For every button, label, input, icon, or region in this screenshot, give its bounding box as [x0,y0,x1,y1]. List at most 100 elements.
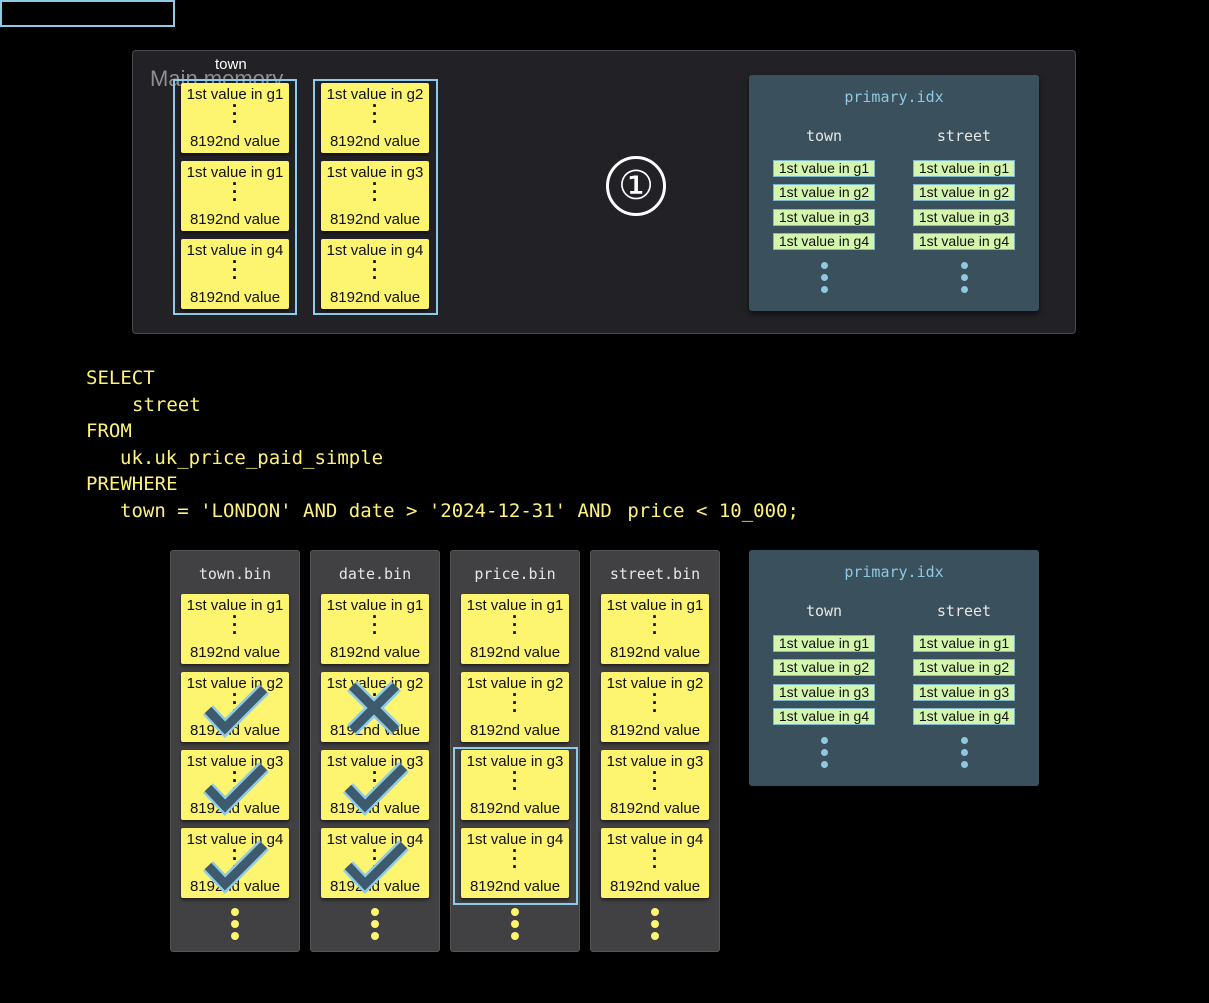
vertical-ellipsis-icon: ··· [371,174,379,211]
vertical-ellipsis-icon [772,262,876,298]
primary-index-title: primary.idx [844,88,944,106]
index-column-header: street [936,602,992,620]
granule-first-value: 1st value in g4 [326,242,424,259]
granule-first-value: 1st value in g2 [606,675,704,692]
sql-keyword-from: FROM [86,420,132,442]
granule-card: 1st value in g1···8192nd value [181,594,289,664]
primary-index-panel: primary.idx town street 1st value in g1 … [749,550,1039,786]
vertical-ellipsis-icon [591,908,719,944]
memory-granule-card: 1st value in g4 ··· 8192nd value [181,239,289,309]
bin-title: street.bin [609,565,701,583]
index-entry: 1st value in g1 [773,635,875,652]
granule-first-value: 1st value in g1 [606,597,704,614]
granule-last-value: 8192nd value [329,289,421,306]
sql-condition-highlight: price < 10_000 [627,500,788,522]
price-granules-highlight [453,747,578,905]
vertical-ellipsis-icon: ··· [651,841,659,878]
granule-last-value: 8192nd value [469,722,561,739]
memory-granule-card: 1st value in g3 ··· 8192nd value [321,161,429,231]
sql-condition-prefix: town = 'LONDON' AND date > '2024-12-31' … [120,500,624,522]
vertical-ellipsis-icon: ··· [651,763,659,800]
vertical-ellipsis-icon [772,737,876,773]
granule-last-value: 8192nd value [469,878,561,895]
granule-last-value: 8192nd value [609,800,701,817]
granule-card: 1st value in g2···8192nd value [601,672,709,742]
sql-table-name: uk.uk_price_paid_simple [120,447,384,469]
memory-granule-card: 1st value in g1 ··· 8192nd value [181,161,289,231]
granule-last-value: 8192nd value [329,644,421,661]
granule-first-value: 1st value in g1 [186,86,284,103]
vertical-ellipsis-icon: ··· [511,841,519,878]
sql-keyword-prewhere: PREWHERE [86,473,178,495]
memory-column-label: town [215,56,247,73]
primary-index-panel: primary.idx town street 1st value in g1 … [749,75,1039,311]
index-entry: 1st value in g2 [773,659,875,676]
granule-card: 1st value in g1···8192nd value [601,594,709,664]
granule-last-value: 8192nd value [329,878,421,895]
vertical-ellipsis-icon [912,737,1016,773]
vertical-ellipsis-icon [451,908,579,944]
index-entry: 1st value in g3 [773,684,875,701]
granule-last-value: 8192nd value [329,800,421,817]
bin-title: price.bin [474,565,556,583]
granule-first-value: 1st value in g4 [606,831,704,848]
vertical-ellipsis-icon: ··· [371,763,379,800]
index-column-header: town [805,127,843,145]
index-entry: 1st value in g3 [913,209,1015,226]
granule-card: 1st value in g4···8192nd value [461,828,569,898]
primary-index-title: primary.idx [844,563,944,581]
granule-first-value: 1st value in g4 [466,831,564,848]
vertical-ellipsis-icon: ··· [371,607,379,644]
granule-last-value: 8192nd value [329,211,421,228]
vertical-ellipsis-icon: ··· [651,607,659,644]
granule-first-value: 1st value in g1 [186,164,284,181]
index-entry: 1st value in g2 [913,659,1015,676]
vertical-ellipsis-icon: ··· [231,174,239,211]
index-entry: 1st value in g4 [913,233,1015,250]
granule-first-value: 1st value in g2 [326,86,424,103]
index-entry: 1st value in g1 [913,635,1015,652]
granule-first-value: 1st value in g1 [186,597,284,614]
vertical-ellipsis-icon [912,262,1016,298]
vertical-ellipsis-icon: ··· [371,685,379,722]
granule-card: 1st value in g2···8192nd value [321,672,429,742]
vertical-ellipsis-icon: ··· [511,763,519,800]
index-column-header: town [805,602,843,620]
index-entry: 1st value in g1 [913,160,1015,177]
vertical-ellipsis-icon: ··· [371,96,379,133]
granule-first-value: 1st value in g1 [466,597,564,614]
granule-card: 1st value in g4···8192nd value [601,828,709,898]
sql-keyword-select: SELECT [86,367,155,389]
granule-last-value: 8192nd value [189,878,281,895]
step-marker: ① [606,156,666,216]
bin-title: date.bin [338,565,412,583]
granule-card: 1st value in g4···8192nd value [321,828,429,898]
granule-last-value: 8192nd value [189,211,281,228]
granule-last-value: 8192nd value [189,800,281,817]
granule-card: 1st value in g1···8192nd value [321,594,429,664]
vertical-ellipsis-icon: ··· [231,96,239,133]
granule-last-value: 8192nd value [189,133,281,150]
sql-select-column: street [132,394,201,416]
granule-first-value: 1st value in g3 [466,753,564,770]
index-entry: 1st value in g3 [773,209,875,226]
index-entry: 1st value in g2 [773,184,875,201]
granule-card: 1st value in g3···8192nd value [181,750,289,820]
granule-last-value: 8192nd value [189,722,281,739]
granule-last-value: 8192nd value [609,722,701,739]
granule-first-value: 1st value in g1 [326,597,424,614]
index-entry: 1st value in g4 [913,708,1015,725]
vertical-ellipsis-icon: ··· [511,685,519,722]
granule-first-value: 1st value in g3 [606,753,704,770]
index-column-header: street [936,127,992,145]
granule-last-value: 8192nd value [609,644,701,661]
vertical-ellipsis-icon: ··· [371,841,379,878]
memory-granule-card: 1st value in g1 ··· 8192nd value [181,83,289,153]
bin-title: town.bin [198,565,272,583]
vertical-ellipsis-icon: ··· [651,685,659,722]
index-entry: 1st value in g4 [773,233,875,250]
sql-condition-suffix: ; [787,500,799,522]
memory-town-column-outline [173,79,297,315]
granule-last-value: 8192nd value [469,800,561,817]
granule-card: 1st value in g3···8192nd value [461,750,569,820]
